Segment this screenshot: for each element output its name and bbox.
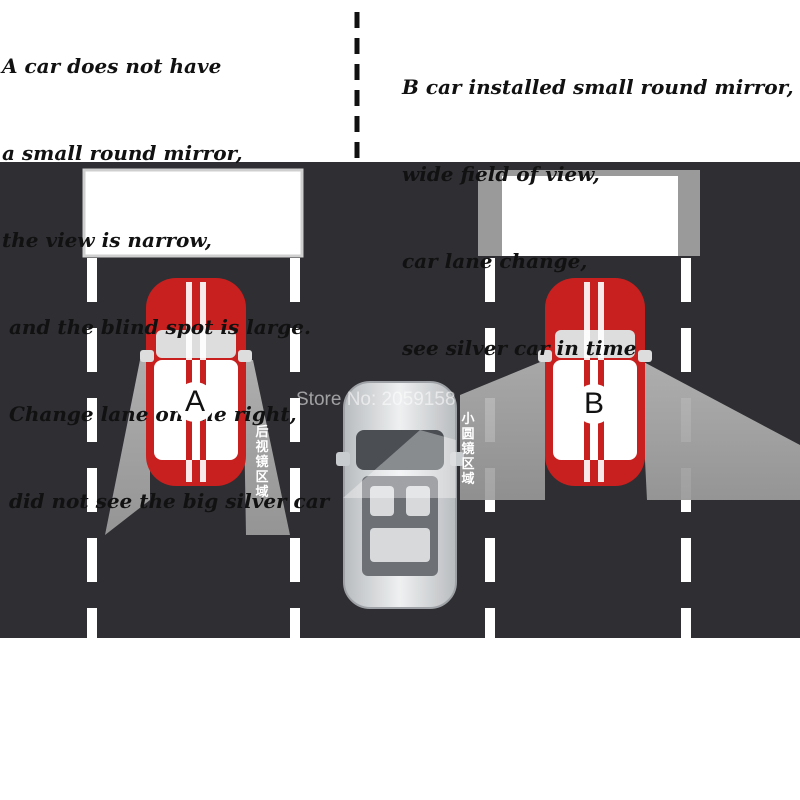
silver-car: [336, 381, 464, 609]
caption-b-line: wide field of view,: [402, 162, 600, 186]
caption-a-line: A car does not have: [2, 54, 222, 78]
caption-b-line: car lane change,: [402, 249, 588, 273]
caption-car-b: B car installed small round mirror, wide…: [402, 15, 794, 392]
caption-a-line: the view is narrow,: [2, 228, 212, 252]
store-watermark: Store No: 2059158: [296, 389, 456, 410]
caption-car-a: A car does not have a small round mirror…: [2, 0, 329, 545]
caption-a-line: did not see the big silver car: [2, 489, 330, 513]
parking-slot-b: [478, 170, 700, 256]
caption-a-line: Change lane on the right,: [2, 402, 297, 426]
view-cones-b: [460, 360, 800, 500]
parking-slot-a: [82, 168, 304, 258]
caption-b-line: B car installed small round mirror,: [402, 75, 794, 99]
rear-mirror-zone-label: 后视镜区域: [255, 425, 269, 500]
caption-b-line: see silver car in time: [402, 336, 637, 360]
caption-divider: [354, 12, 360, 160]
car-b-label: B: [574, 384, 614, 424]
caption-a-line: a small round mirror,: [2, 141, 243, 165]
caption-a-line: and the blind spot is large.: [2, 315, 311, 339]
small-round-mirror-zone-label: 小圆镜区域: [461, 412, 475, 487]
car-a-label: A: [175, 382, 215, 422]
lane-lines: [87, 258, 691, 640]
view-cones-a: [105, 360, 290, 535]
